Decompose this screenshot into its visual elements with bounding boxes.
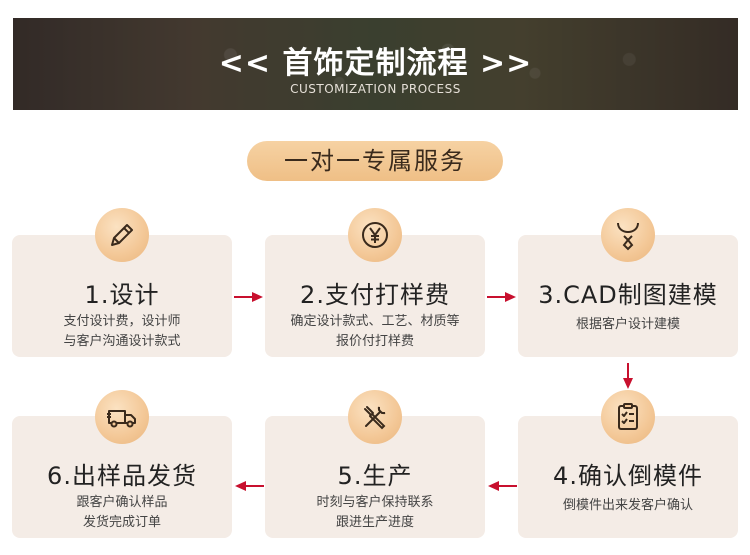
step-title: 3.CAD制图建模 (538, 281, 718, 309)
step-desc: 倒模件出来发客户确认 (562, 498, 693, 513)
arrow-down-icon (623, 363, 633, 389)
checklist-icon (601, 390, 655, 444)
step-title: 4.确认倒模件 (553, 462, 703, 490)
necklace-icon (601, 208, 655, 262)
arrow-right-icon (234, 292, 263, 302)
step-desc: 跟客户确认样品 发货完成订单 (76, 495, 168, 530)
banner-subtitle: CUSTOMIZATION PROCESS (290, 82, 461, 96)
arrow-right-icon (487, 292, 516, 302)
step-desc: 支付设计费，设计师 与客户沟通设计款式 (63, 314, 181, 349)
step-title: 5.生产 (337, 462, 413, 490)
banner-title: << 首饰定制流程 >> (218, 46, 533, 81)
step-title: 1.设计 (84, 281, 160, 309)
tools-icon (348, 390, 402, 444)
arrow-left-icon (235, 481, 264, 491)
step-desc: 时刻与客户保持联系 跟进生产进度 (316, 495, 434, 530)
step-title: 6.出样品发货 (47, 462, 197, 490)
step-desc: 确定设计款式、工艺、材质等 报价付打样费 (290, 314, 460, 349)
arrow-left-icon (488, 481, 517, 491)
truck-icon (95, 390, 149, 444)
header-banner: << 首饰定制流程 >> CUSTOMIZATION PROCESS (13, 18, 738, 110)
pencil-icon (95, 208, 149, 262)
step-title: 2.支付打样费 (300, 281, 450, 309)
service-label: 一对一专属服务 (247, 141, 503, 181)
banner-background-image (13, 18, 738, 110)
yen-coin-icon (348, 208, 402, 262)
step-desc: 根据客户设计建模 (575, 317, 680, 332)
